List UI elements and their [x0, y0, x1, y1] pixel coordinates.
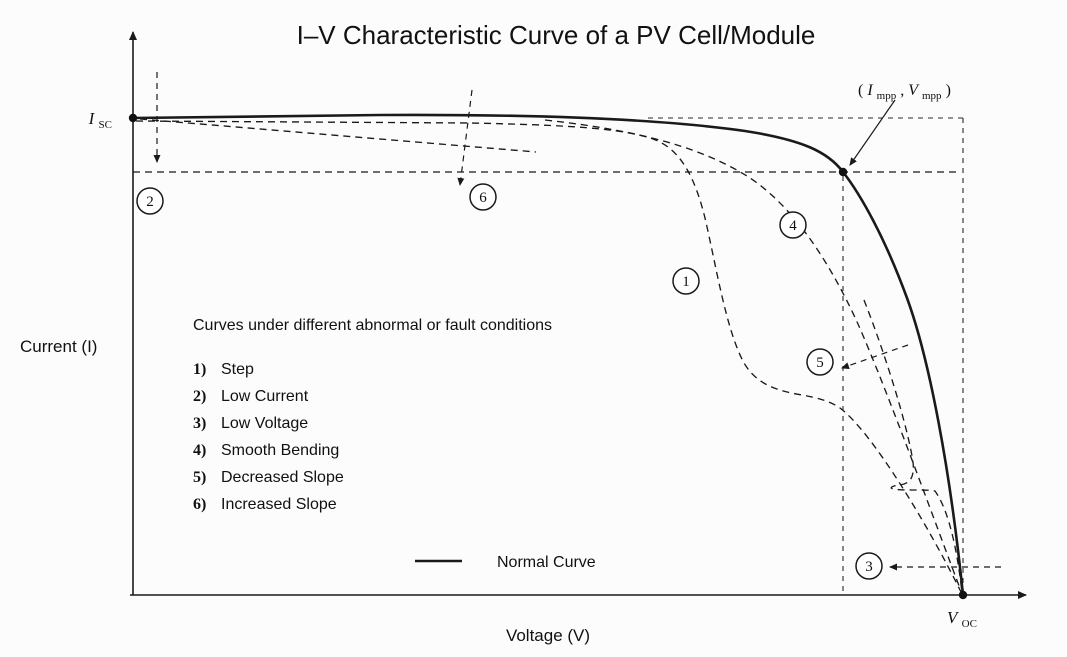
- isc-label: I SC: [88, 109, 112, 131]
- fault-item-2: 2) Low Current: [193, 388, 309, 405]
- badge-circle-1: [672, 267, 700, 295]
- legend-label: Normal Curve: [497, 554, 596, 571]
- arrow-mpp-pointer: [849, 99, 896, 166]
- curves: [132, 113, 965, 596]
- point-isc: [128, 113, 138, 123]
- badge-number-1: 1: [682, 274, 690, 290]
- mpp-label: ( I mpp , V mpp ): [858, 82, 951, 103]
- badge-circle-4: [779, 211, 807, 239]
- curve-smooth-bending: [544, 119, 962, 592]
- arrow-decreased-slope-pointer: [841, 344, 909, 370]
- badge-circle-2: [136, 187, 164, 215]
- axes: [129, 31, 1027, 599]
- curve-increased-slope: [139, 118, 537, 153]
- point-markers: [128, 113, 968, 600]
- badge-circle-5: [806, 348, 834, 376]
- badge-number-2: 2: [146, 194, 154, 210]
- point-mpp: [838, 167, 848, 177]
- number-badges: 1 2 3 4 5 6: [136, 183, 883, 580]
- point-voc: [958, 590, 968, 600]
- badge-circle-3: [855, 552, 883, 580]
- fault-list-heading: Curves under different abnormal or fault…: [193, 317, 552, 334]
- curve-normal: [132, 113, 965, 596]
- x-axis-label: Voltage (V): [506, 626, 590, 645]
- annotation-arrows: [153, 72, 1001, 571]
- curve-decreased-slope: [863, 299, 963, 594]
- arrow-increased-slope-pointer: [457, 89, 473, 186]
- fault-item-1: 1) Step: [193, 361, 254, 378]
- fault-item-4: 4) Smooth Bending: [193, 442, 339, 459]
- badge-number-5: 5: [816, 355, 824, 371]
- badge-circle-6: [469, 183, 497, 211]
- y-axis-label: Current (I): [20, 337, 97, 356]
- badge-number-3: 3: [865, 559, 873, 575]
- chart-title: I–V Characteristic Curve of a PV Cell/Mo…: [297, 20, 816, 50]
- fault-item-3: 3) Low Voltage: [193, 415, 308, 432]
- curve-step: [135, 120, 962, 593]
- guide-lines: [648, 117, 964, 594]
- badge-number-6: 6: [479, 190, 487, 206]
- fault-item-5: 5) Decreased Slope: [193, 469, 344, 486]
- badge-number-4: 4: [789, 218, 797, 234]
- fault-item-6: 6) Increased Slope: [193, 496, 337, 513]
- voc-label: V OC: [947, 608, 977, 630]
